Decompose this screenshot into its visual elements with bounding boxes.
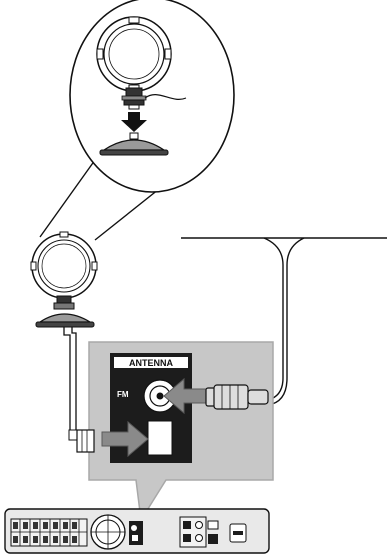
down-arrow-icon — [121, 112, 147, 132]
antenna-terminal-on-unit — [129, 521, 143, 545]
antenna-wire — [144, 94, 187, 100]
fm-coaxial-plug — [205, 384, 269, 410]
am-terminal-socket — [147, 420, 173, 456]
assembly-detail-bubble — [39, 0, 235, 241]
main-unit-rear-panel — [4, 508, 270, 554]
loop-antenna-icon — [30, 231, 98, 328]
loop-antenna-cable — [63, 327, 79, 441]
antenna-label-box — [114, 357, 188, 368]
power-connector — [229, 523, 247, 543]
bubble-leader-left — [39, 159, 96, 238]
cooling-fan — [90, 514, 126, 550]
antenna-stand-icon — [99, 132, 169, 156]
antenna-label: ANTENNA — [129, 358, 173, 368]
fm-wire-antenna-icon — [181, 237, 387, 406]
insert-arrow-am-icon — [101, 420, 149, 458]
fm-label: FM — [117, 390, 129, 399]
av-connectors — [179, 516, 219, 548]
loop-antenna-detail-icon — [96, 16, 187, 110]
speaker-terminals — [10, 518, 88, 547]
terminal-callout: ANTENNA FM — [88, 341, 274, 523]
loop-antenna-plug — [76, 429, 95, 453]
